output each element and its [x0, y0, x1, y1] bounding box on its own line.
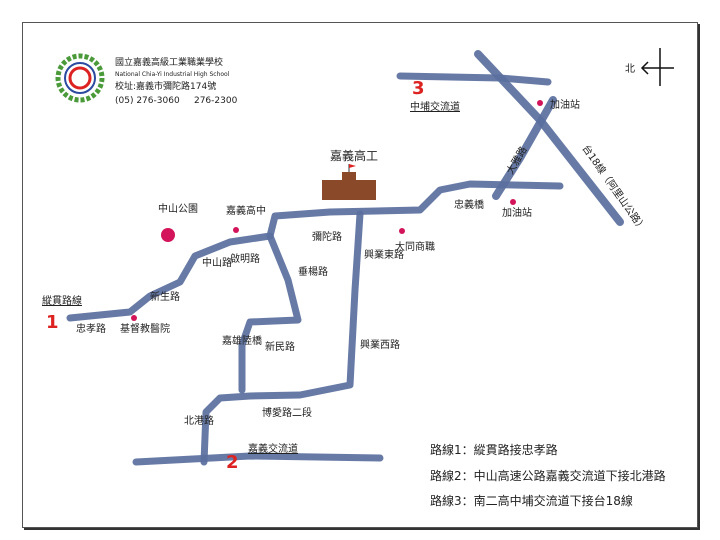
label-gas1: 加油站 [550, 98, 580, 111]
label-zhongxiao: 忠孝路 [76, 322, 106, 335]
label-zhongshan: 中山路 [202, 256, 232, 269]
legend-route-1: 路線1：縱貫路接忠孝路 [430, 442, 558, 457]
map-frame [22, 22, 698, 528]
label-boai: 博愛路二段 [262, 406, 312, 419]
label-xingye-e: 興業東路 [364, 248, 404, 261]
school-phone-1: (05) 276-3060 [115, 96, 180, 106]
label-chuiyang: 垂楊路 [298, 265, 328, 278]
legend-route-2: 路線2：中山高速公路嘉義交流道下接北港路 [430, 468, 666, 483]
hospital-marker [131, 315, 137, 321]
label-datong: 大同商職 [395, 240, 435, 253]
school-name: 國立嘉義高級工業職業學校 [115, 58, 224, 68]
compass-icon [640, 48, 674, 86]
label-zhongpu-ic: 中埔交流道 [410, 100, 460, 113]
school-phone-2: 276-2300 [193, 96, 238, 106]
school-address: 校址:嘉義市彌陀路174號 [115, 82, 217, 92]
label-school: 嘉義高工 [330, 148, 378, 163]
gas2-marker [510, 199, 516, 205]
label-park: 中山公園 [158, 202, 198, 215]
school-info: 國立嘉義高級工業職業學校 National Chia-Yi Industrial… [115, 56, 237, 108]
label-xinmin: 新民路 [265, 340, 295, 353]
label-hospital: 基督教醫院 [120, 322, 170, 335]
route-marker-1: 1 [46, 312, 59, 333]
high-school-marker [233, 227, 239, 233]
road-daya [492, 96, 557, 200]
label-jiaxiong: 嘉雄陸橋 [222, 334, 262, 347]
park-marker [161, 228, 175, 242]
road-chuiyang [238, 232, 302, 394]
datong-marker [399, 228, 405, 234]
route-marker-2: 2 [226, 452, 239, 473]
label-xinsheng: 新生路 [150, 290, 180, 303]
legend-route-3: 路線3：南二高中埔交流道下接台18線 [430, 493, 633, 508]
label-zongguan: 縱貫路線 [42, 294, 82, 307]
school-logo [55, 53, 105, 103]
label-mituo: 彌陀路 [312, 230, 342, 243]
gas1-marker [537, 100, 543, 106]
school-english-name: National Chia-Yi Industrial High School [115, 71, 230, 78]
label-xingye-w: 興業西路 [360, 338, 400, 351]
label-jiayi-ic: 嘉義交流道 [248, 442, 298, 455]
road-jiayi-ic [132, 452, 384, 466]
road-zongguan [66, 180, 564, 322]
road-xingye [200, 210, 364, 466]
school-building-icon [322, 164, 376, 200]
label-gas2: 加油站 [502, 206, 532, 219]
label-daya: 大雅路 [503, 144, 529, 176]
label-beigang: 北港路 [184, 414, 214, 427]
compass-north-label: 北 [625, 63, 635, 75]
label-qiming: 啟明路 [230, 252, 260, 265]
route-marker-3: 3 [412, 78, 425, 99]
label-high-school: 嘉義高中 [226, 204, 266, 217]
label-zhongyi: 忠義橋 [454, 198, 484, 211]
